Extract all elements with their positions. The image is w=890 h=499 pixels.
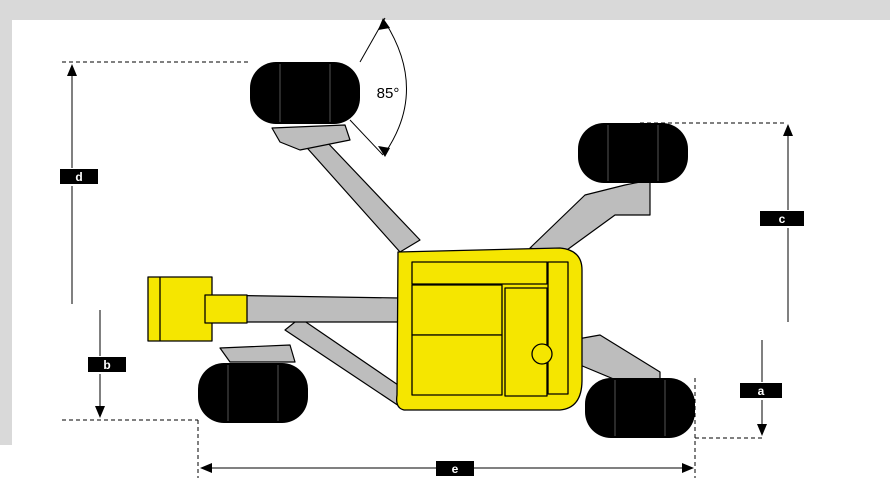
tyre-top-left: [250, 62, 360, 124]
dimension-labels: d b c a e 85°: [60, 85, 804, 476]
dimension-lines: [62, 17, 789, 478]
arm-top-right: [529, 179, 651, 256]
extension-lines: [62, 17, 785, 478]
basket: [147, 276, 213, 342]
axle-bracket-top-left: [271, 124, 351, 151]
axle-bracket-bottom-left: [219, 344, 296, 363]
arrowheads: [67, 18, 793, 473]
chassis-panel-bottom: [411, 334, 503, 396]
chassis-panel-mid: [411, 284, 503, 336]
dim-label-d-text: d: [75, 170, 82, 184]
dim-label-c: c: [760, 211, 804, 226]
dim-label-d: d: [60, 169, 98, 184]
dim-label-e: e: [436, 461, 474, 476]
basket-mount: [204, 294, 248, 324]
tyre-top-right: [578, 123, 688, 183]
rotation-hub: [531, 343, 553, 365]
steering-angle-label: 85°: [377, 85, 400, 102]
dim-label-c-text: c: [779, 212, 786, 226]
dim-label-a-text: a: [758, 384, 765, 398]
dim-label-b-text: b: [103, 358, 110, 372]
panel-corner-left: [0, 445, 12, 499]
tyre-bottom-right: [585, 378, 695, 438]
chassis-panel-top: [411, 261, 548, 285]
turntable-block: [504, 287, 548, 397]
dim-label-a: a: [740, 383, 782, 398]
steering-angle-arc: [384, 21, 407, 154]
tyres: [198, 62, 695, 438]
machine-body: [147, 247, 583, 411]
tyre-treads: [227, 64, 666, 436]
dim-label-b: b: [88, 357, 126, 372]
dim-label-e-text: e: [452, 462, 459, 476]
tyre-bottom-left: [198, 363, 308, 423]
engine-cover: [547, 261, 569, 395]
